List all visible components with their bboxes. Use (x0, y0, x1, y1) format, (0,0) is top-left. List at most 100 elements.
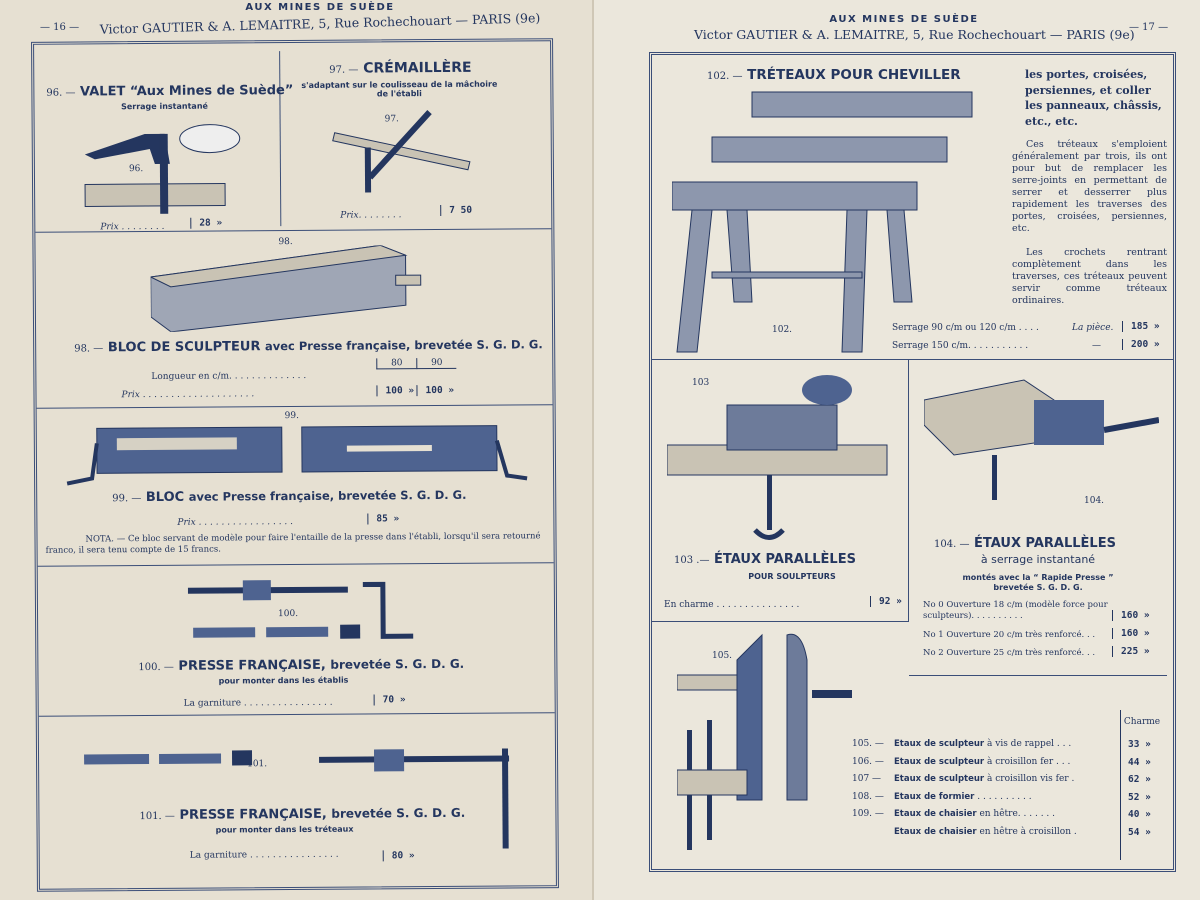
section-99: 99. 99. — BLOC avec Presse française, br… (36, 405, 554, 567)
section-103: 103 103 .— ÉTAUX PARALLÈLES POUR SOULPTE… (652, 360, 909, 622)
row-detail: . . . . . . . . . . (977, 791, 1032, 802)
item-100-price: 70 » (373, 694, 406, 706)
fig-99: 99. (284, 410, 300, 422)
item-102-title-continued: les portes, croisées, persiennes, et col… (1025, 68, 1162, 128)
section-98: 98. 98. — BLOC DE SCULPTEUR avec Presse … (35, 229, 553, 409)
item-103-price: 92 » (870, 596, 902, 607)
item-98-price-80: 100 » (376, 385, 417, 397)
row-detail: en hêtre. . . . . . . (979, 809, 1055, 819)
row-price: 54 » (1128, 826, 1151, 838)
item-102-note: Les crochets rentrant complètement dans … (1012, 247, 1167, 306)
row-title: Etaux de formier (894, 791, 975, 802)
vise-row-label: No 1 Ouverture 20 c/m très renforcé. . . (923, 630, 1096, 640)
item-97-price: 7 50 (440, 204, 473, 216)
item-101-price: 80 » (382, 850, 415, 862)
item-97-subtitle: s'adaptant sur le coulisseau de la mâcho… (301, 79, 498, 99)
sculptor-vise-illustration (676, 630, 867, 860)
row-price: 62 » (1128, 774, 1151, 785)
header-shop: AUX MINES DE SUÈDE (829, 14, 979, 25)
item-102-description: Ces tréteaux s'emploient généralement pa… (1012, 139, 1167, 234)
length-90: 90 (416, 357, 457, 370)
left-page: — 16 — AUX MINES DE SUÈDE Victor GAUTIER… (0, 0, 592, 900)
vise-row-label: No 0 Ouverture 18 c/m (modèle force pour… (923, 600, 1108, 621)
serrage-row-label: Serrage 150 c/m. . . . . . . . . . . (892, 341, 1029, 351)
fig-96: 96. (128, 164, 144, 175)
item-98-price-90: 100 » (416, 384, 457, 397)
vise-row-price: 160 » (1112, 628, 1150, 639)
vise-row-label: No 2 Ouverture 25 c/m très renforcé. . . (923, 648, 1096, 658)
row-price: 40 » (1128, 809, 1151, 820)
row-price: 52 » (1128, 791, 1151, 803)
length-80: 80 (376, 358, 417, 370)
item-100-title: PRESSE FRANÇAISE, (178, 657, 326, 674)
row-number: 107 — (852, 774, 882, 784)
right-page: AUX MINES DE SUÈDE Victor GAUTIER & A. L… (592, 0, 1200, 900)
item-100-price-label: La garniture . . . . . . . . . . . . . .… (183, 697, 333, 709)
row-number: 109. — (852, 809, 884, 819)
item-100-subtitle: pour monter dans les établis (218, 675, 349, 686)
sculptor-block-illustration (148, 244, 426, 333)
item-102-title: TRÉTEAUX POUR CHEVILLER (747, 67, 961, 83)
row-price: 33 » (1128, 739, 1151, 750)
section-104: 104. 104. — ÉTAUX PARALLÈLES à serrage i… (909, 360, 1167, 676)
item-96-price-label: Prix . . . . . . . . (100, 221, 165, 233)
item-99-note: NOTA. — Ce bloc servant de modèle pour f… (45, 531, 541, 556)
serrage-row-price: 185 » (1122, 321, 1160, 332)
item-103-title: ÉTAUX PARALLÈLES (713, 552, 856, 567)
item-97-title: 97. — CRÉMAILLÈRE (329, 59, 472, 77)
page-number: — 16 — (40, 22, 80, 33)
row-title: Etaux de sculpteur (894, 739, 985, 749)
item-101-title: PRESSE FRANÇAISE, (179, 806, 327, 823)
header-shop: AUX MINES DE SUÈDE (245, 2, 395, 13)
vise-list-row: 106. — Etaux de sculpteur à croisillon fe… (852, 757, 1172, 773)
row-detail: à croisillon vis fer . (987, 774, 1075, 784)
vise-row-price: 225 » (1112, 646, 1150, 657)
press-parts-illustration-101 (84, 743, 525, 856)
vise-list-row: 108. —Etaux de formier . . . . . . . . .… (852, 792, 1172, 808)
right-frame: 102. — TRÉTEAUX POUR CHEVILLER les porte… (649, 52, 1176, 872)
fig-105: 105. (712, 651, 733, 661)
serrage-row-unit: — (1092, 341, 1101, 351)
left-frame: 96. — VALET “Aux Mines de Suède” Serrage… (31, 38, 559, 892)
trestles-illustration (671, 87, 1002, 357)
item-99-price-label: Prix . . . . . . . . . . . . . . . . . (177, 517, 294, 528)
row-detail: à croisillon fer . . . (987, 756, 1071, 767)
item-101-subtitle: pour monter dans les tréteaux (215, 824, 354, 835)
fig-103: 103 (692, 378, 710, 388)
item-96-title: 96. — VALET “Aux Mines de Suède” (46, 83, 294, 100)
item-98-price-label: Prix . . . . . . . . . . . . . . . . . .… (121, 389, 255, 401)
fig-104: 104. (1084, 496, 1105, 506)
vise-list-row: 109. — Etaux de chaisier en hêtre. . . . … (852, 809, 1172, 825)
item-104-title: ÉTAUX PARALLÈLES (973, 536, 1116, 551)
serrage-row-price: 200 » (1122, 339, 1160, 350)
row-title: Etaux de chaisier (894, 826, 977, 837)
block-illustrations (62, 420, 532, 488)
row-title: Etaux de sculpteur (894, 756, 985, 767)
length-label: Longueur en c/m. . . . . . . . . . . . .… (151, 370, 307, 383)
row-title: Etaux de chaisier (894, 809, 977, 819)
row-number: 106. — (852, 756, 884, 767)
fig-102: 102. (772, 325, 793, 335)
fig-100: 100. (278, 608, 299, 620)
item-99-price: 85 » (367, 513, 400, 525)
item-104-subtitle3: brevetée S. G. D. G. (993, 583, 1083, 592)
parallel-vise-illustration (666, 370, 902, 545)
vise-list-row: Etaux de chaisier en hêtre à croisillon … (852, 827, 1172, 843)
charme-column-header: Charme (1123, 717, 1161, 727)
item-104-subtitle2: montés avec la “ Rapide Presse ” (962, 573, 1114, 582)
section-96-97: 96. — VALET “Aux Mines de Suède” Serrage… (34, 41, 552, 233)
quick-vise-illustration (923, 370, 1160, 510)
row-detail: en hêtre à croisillon . (979, 826, 1077, 837)
vise-row-price: 160 » (1112, 610, 1150, 621)
item-101-price-label: La garniture . . . . . . . . . . . . . .… (189, 849, 339, 861)
row-detail: à vis de rappel . . . (987, 739, 1072, 749)
row-number: 105. — (852, 739, 884, 749)
item-103-price-label: En charme . . . . . . . . . . . . . . . (664, 600, 800, 610)
page-number: — 17 — (1129, 22, 1169, 33)
press-parts-illustration-100 (187, 576, 429, 653)
item-98-title: BLOC DE SCULPTEUR (107, 339, 261, 356)
item-97-price-label: Prix. . . . . . . . (340, 210, 402, 221)
vise-list-row: 105. — Etaux de sculpteur à vis de rappel… (852, 739, 1172, 755)
serrage-row-label: Serrage 90 c/m ou 120 c/m . . . . (892, 323, 1039, 333)
header-address: Victor GAUTIER & A. LEMAITRE, 5, Rue Roc… (694, 27, 1135, 42)
